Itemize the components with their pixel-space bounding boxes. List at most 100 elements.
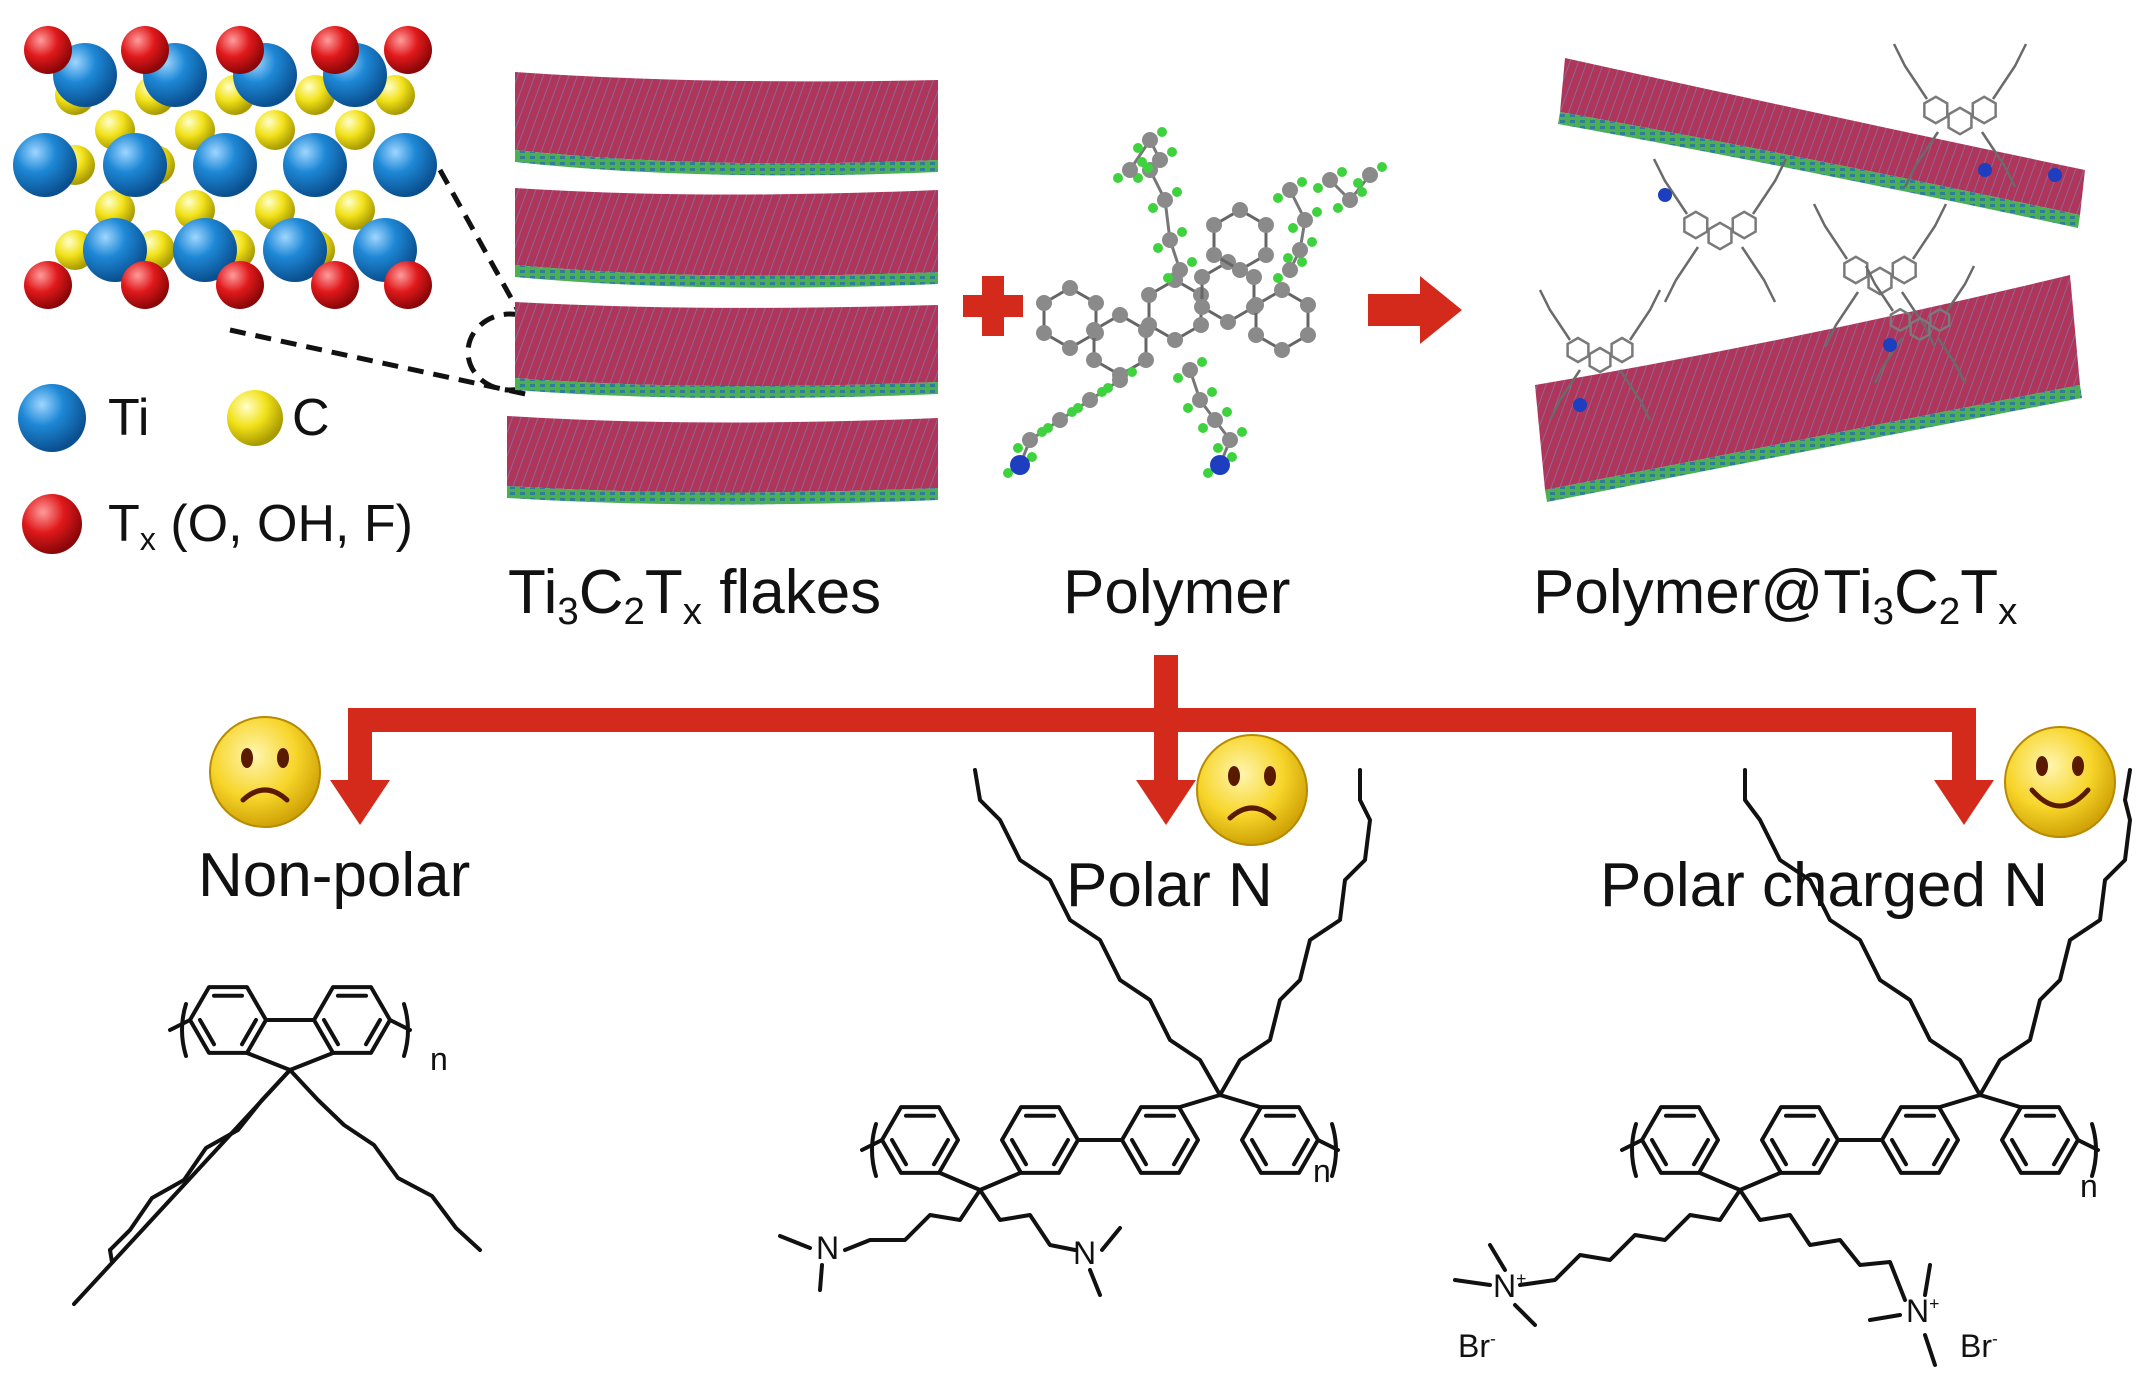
hydrogen-ball (1127, 367, 1137, 377)
aromatic-ring-model (1147, 278, 1203, 342)
flake-1 (515, 72, 938, 176)
tx-legend-ball (22, 494, 82, 554)
repeat-bracket (402, 1002, 410, 1058)
five-ring-bond (1698, 1171, 1742, 1192)
hydrogen-ball (1172, 187, 1182, 197)
double-bond (2052, 1138, 2070, 1167)
adsorbed-ring (1867, 266, 1893, 296)
flake-3 (515, 302, 938, 399)
carbon-ball (1087, 295, 1104, 311)
double-bond (322, 1018, 340, 1047)
polymer-label: Polymer (1063, 558, 1291, 627)
nitrogen-ball (2048, 168, 2062, 182)
carbon-ball (1322, 172, 1338, 188)
nitrogen-ball (1978, 163, 1992, 177)
alkyl-chain (978, 1188, 1077, 1252)
nitrogen-ball (1883, 338, 1897, 352)
hydrogen-ball (1013, 443, 1023, 453)
hydrogen-ball (1337, 167, 1347, 177)
adsorbed-ring (1588, 346, 1612, 374)
adsorbed-tail (1900, 291, 1937, 348)
face-charged (2004, 726, 2116, 838)
double-bond (1692, 1138, 1710, 1167)
hydrogen-ball (1213, 443, 1223, 453)
alkyl-chain-model (1288, 189, 1307, 271)
pfn-amine-right: N (1073, 1235, 1097, 1271)
composite-label: Polymer@Ti3C2Tx (1533, 558, 2018, 633)
carbon-ball (1248, 327, 1265, 343)
carbon-ball (1036, 295, 1053, 311)
carbon-ball (1342, 192, 1358, 208)
carbon-ball (1362, 167, 1378, 183)
double-bond (1052, 1138, 1070, 1167)
titanium-atom (193, 133, 257, 197)
methyl-bond (1088, 1268, 1102, 1297)
hydrogen-ball (1167, 147, 1177, 157)
hydrogen-ball (1307, 237, 1317, 247)
five-ring-bond (938, 1171, 982, 1192)
adsorbed-tail (1751, 158, 1788, 215)
legend-balls (18, 384, 283, 554)
titanium-atom (13, 133, 77, 197)
titanium-atom (103, 133, 167, 197)
carbon-ball (1248, 297, 1265, 313)
category-charged: Polar charged N (1600, 851, 2049, 920)
carbon-ball (1022, 432, 1038, 448)
termination-atom (121, 26, 169, 74)
repeat-bracket (1630, 1122, 1638, 1178)
hydrogen-ball (1237, 427, 1247, 437)
titanium-atom (173, 218, 237, 282)
termination-atom (216, 261, 264, 309)
alkyl-chain-model (1148, 169, 1182, 271)
carbon-ball (1194, 299, 1211, 315)
right-drop (1952, 708, 1976, 790)
benzene-ring (1240, 1105, 1320, 1175)
carbon-ball (1062, 280, 1078, 296)
adsorbed-tail (1903, 131, 1940, 188)
benzene-ring (1760, 1105, 1840, 1175)
carbon-ball (1245, 269, 1262, 285)
five-ring-bond (978, 1171, 1022, 1192)
hydrogen-ball (1157, 127, 1167, 137)
flake-2 (515, 188, 938, 288)
carbon-ball (1122, 162, 1138, 178)
carbon-atom (255, 110, 295, 150)
pfn-n-subscript: n (1313, 1153, 1331, 1189)
double-bond (240, 1018, 258, 1047)
legend-ti-label: Ti (108, 389, 150, 447)
carbon-ball (1292, 242, 1308, 258)
nitrogen-ball (1573, 398, 1587, 412)
double-bond (890, 1138, 908, 1167)
pfn-br-n-subscript: n (2080, 1168, 2098, 1204)
ammonium-left: N+ (1493, 1268, 1527, 1304)
category-polar: Polar N (1066, 851, 1273, 920)
double-bond (1812, 1138, 1830, 1167)
c-legend-ball (227, 390, 283, 446)
adsorbed-tail (1892, 43, 1929, 100)
hydrogen-ball (1037, 427, 1047, 437)
termination-atom (311, 261, 359, 309)
adsorbed-tail (1628, 289, 1662, 341)
carbon-ball (1182, 362, 1198, 378)
hydrogen-ball (1187, 257, 1197, 267)
polymer-3d-model (1003, 127, 1387, 478)
double-bond (932, 1138, 950, 1167)
adsorbed-ring (1891, 255, 1917, 285)
hydrogen-ball (1273, 273, 1283, 283)
nitrogen-ball (1010, 455, 1030, 475)
hydrogen-ball (1207, 387, 1217, 397)
flake-4 (507, 416, 938, 505)
mxene-lattice (13, 26, 437, 309)
carbon-ball (1036, 325, 1053, 341)
adsorbed-ring (1610, 336, 1634, 364)
adsorbed-ring (1731, 210, 1757, 240)
chemical-structures (72, 768, 2132, 1367)
reaction-arrow (1368, 276, 1462, 344)
hydrogen-ball (1148, 203, 1158, 213)
hydrogen-ball (1297, 177, 1307, 187)
hydrogen-ball (1227, 452, 1237, 462)
carbon-ball (1152, 152, 1168, 168)
adsorbed-tail (1823, 291, 1860, 348)
